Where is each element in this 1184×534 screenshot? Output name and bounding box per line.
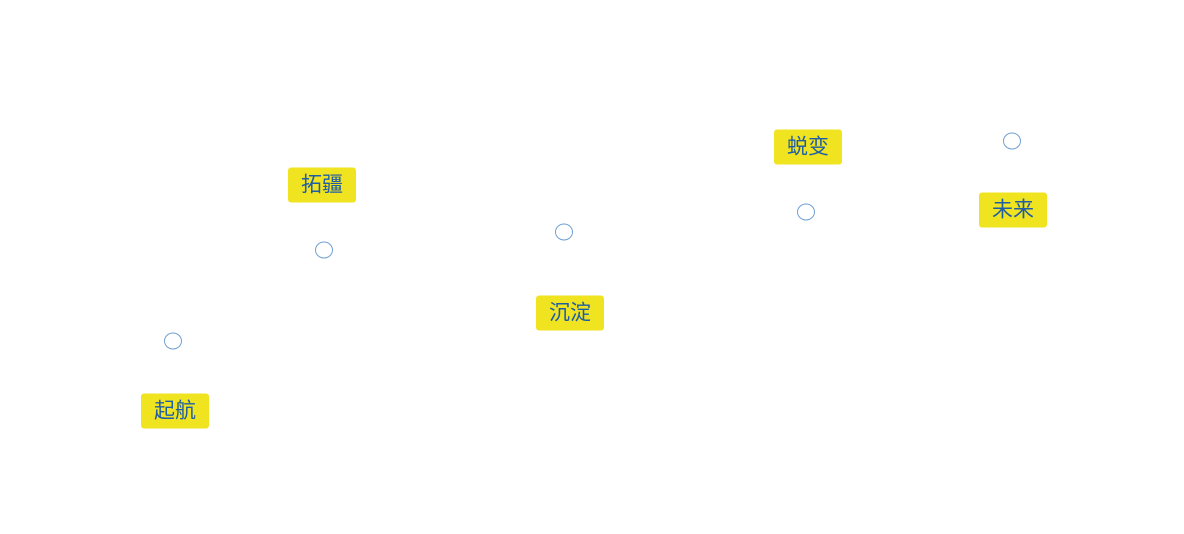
milestone-node-5[interactable] — [1003, 132, 1021, 150]
milestone-node-2[interactable] — [315, 241, 333, 259]
milestone-label-5: 未来 — [979, 192, 1047, 228]
milestone-node-3[interactable] — [555, 223, 573, 241]
milestone-label-3: 沉淀 — [536, 295, 604, 331]
milestone-label-2: 拓疆 — [288, 167, 356, 203]
milestone-node-4[interactable] — [797, 203, 815, 221]
milestone-label-1: 起航 — [141, 393, 209, 429]
milestone-node-1[interactable] — [164, 332, 182, 350]
milestone-label-4: 蜕变 — [774, 129, 842, 165]
